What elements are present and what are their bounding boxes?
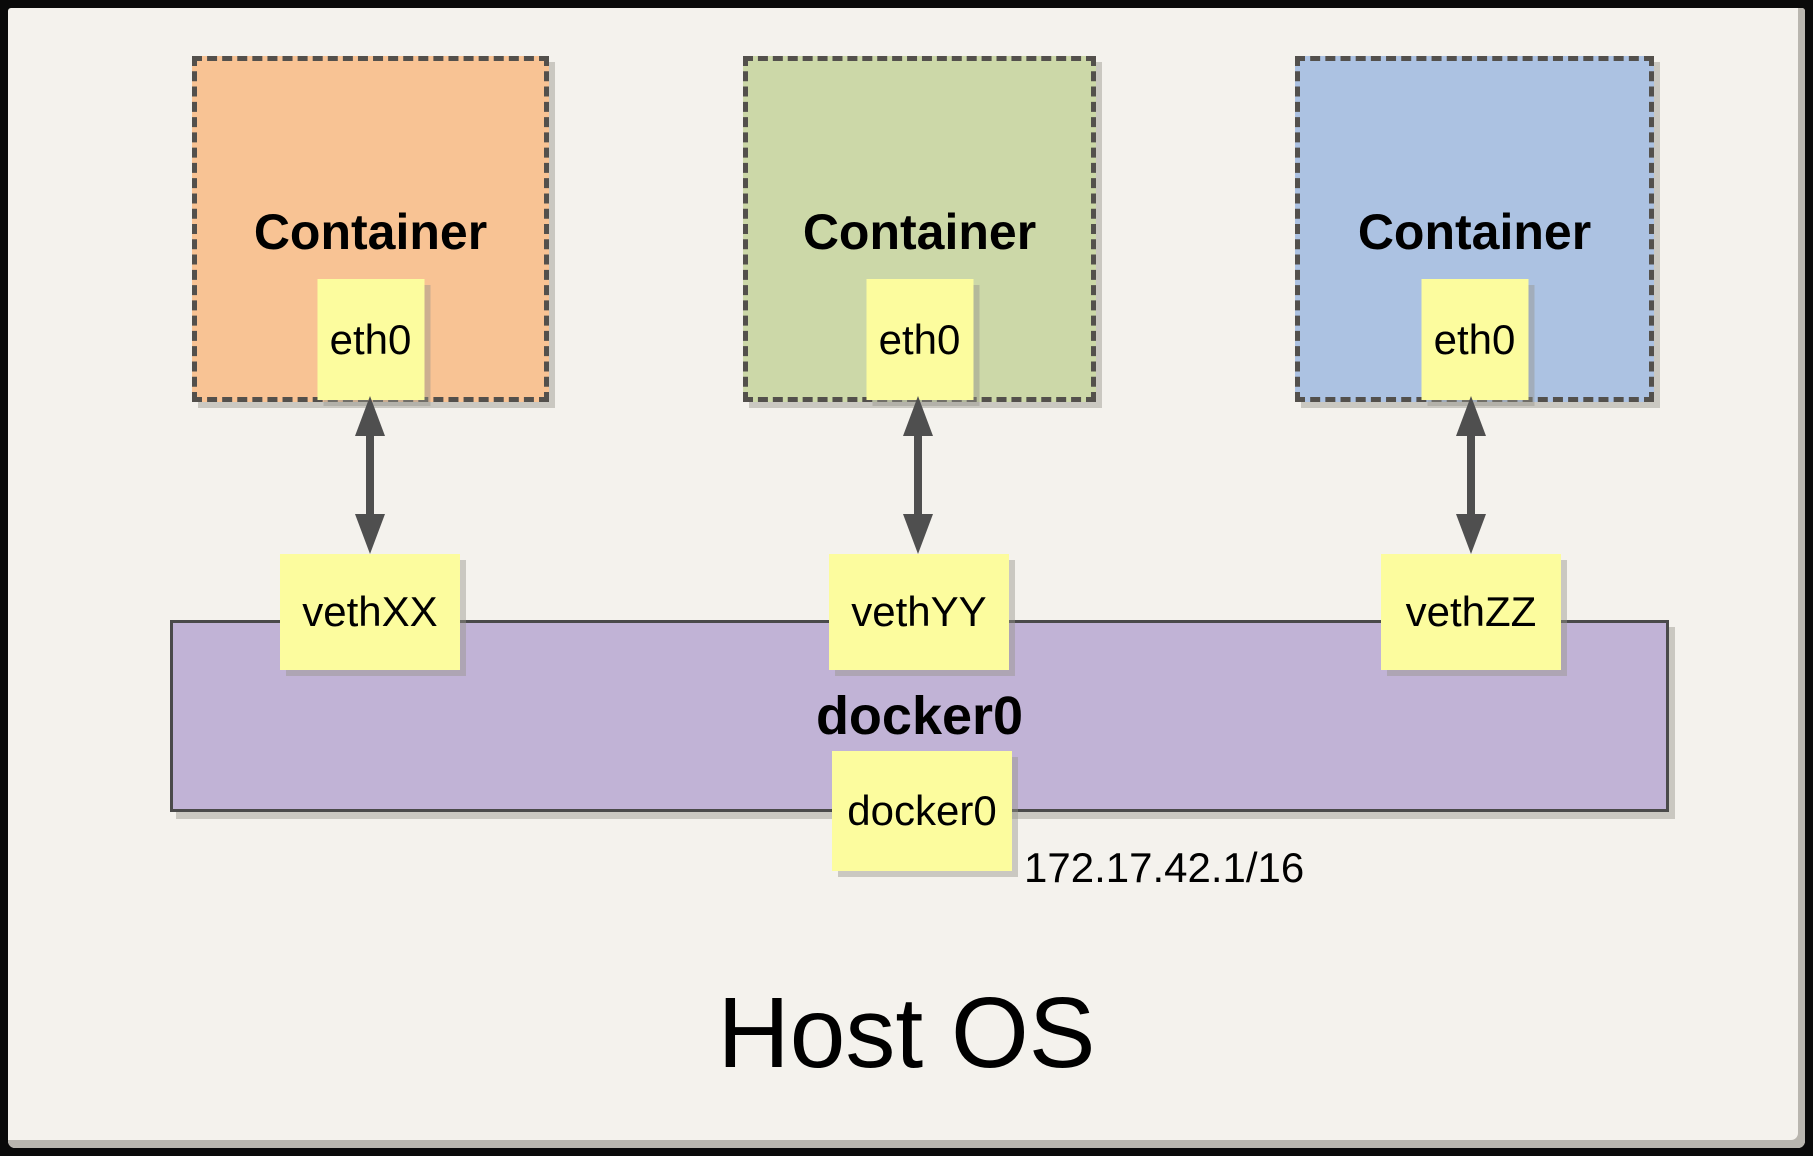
host-os-label: Host OS (717, 977, 1096, 1089)
vethxx-interface-label: vethXX (302, 588, 438, 635)
double-arrow-icon (898, 394, 938, 556)
container-box-3: Container eth0 (1295, 56, 1654, 402)
bridge-ip-label: 172.17.42.1/16 (1024, 844, 1305, 891)
container-title: Container (253, 204, 488, 260)
container-title: Container (1357, 204, 1592, 260)
eth0-interface-label: eth0 (878, 315, 961, 363)
vethyy-interface-box: vethYY (829, 554, 1009, 670)
vethzz-interface-label: vethZZ (1405, 588, 1537, 635)
eth0-interface-label: eth0 (1433, 315, 1516, 363)
eth0-interface-box-3: eth0 (1421, 279, 1528, 400)
vethzz-interface-box: vethZZ (1381, 554, 1561, 670)
docker0-interface-box: docker0 (832, 751, 1012, 871)
bridge-title: docker0 (815, 686, 1024, 746)
eth0-interface-box-1: eth0 (317, 279, 424, 400)
container-box-2: Container eth0 (743, 56, 1096, 402)
eth0-interface-box-2: eth0 (866, 279, 973, 400)
vethxx-interface-box: vethXX (280, 554, 460, 670)
double-arrow-icon (350, 394, 390, 556)
vethyy-interface-label: vethYY (851, 588, 987, 635)
eth0-interface-label: eth0 (329, 315, 412, 363)
host-os-frame: Container eth0 Container eth0 Container … (8, 8, 1805, 1148)
container-box-1: Container eth0 (192, 56, 549, 402)
container-title: Container (802, 204, 1037, 260)
double-arrow-icon (1451, 394, 1491, 556)
docker0-interface-label: docker0 (847, 787, 997, 834)
